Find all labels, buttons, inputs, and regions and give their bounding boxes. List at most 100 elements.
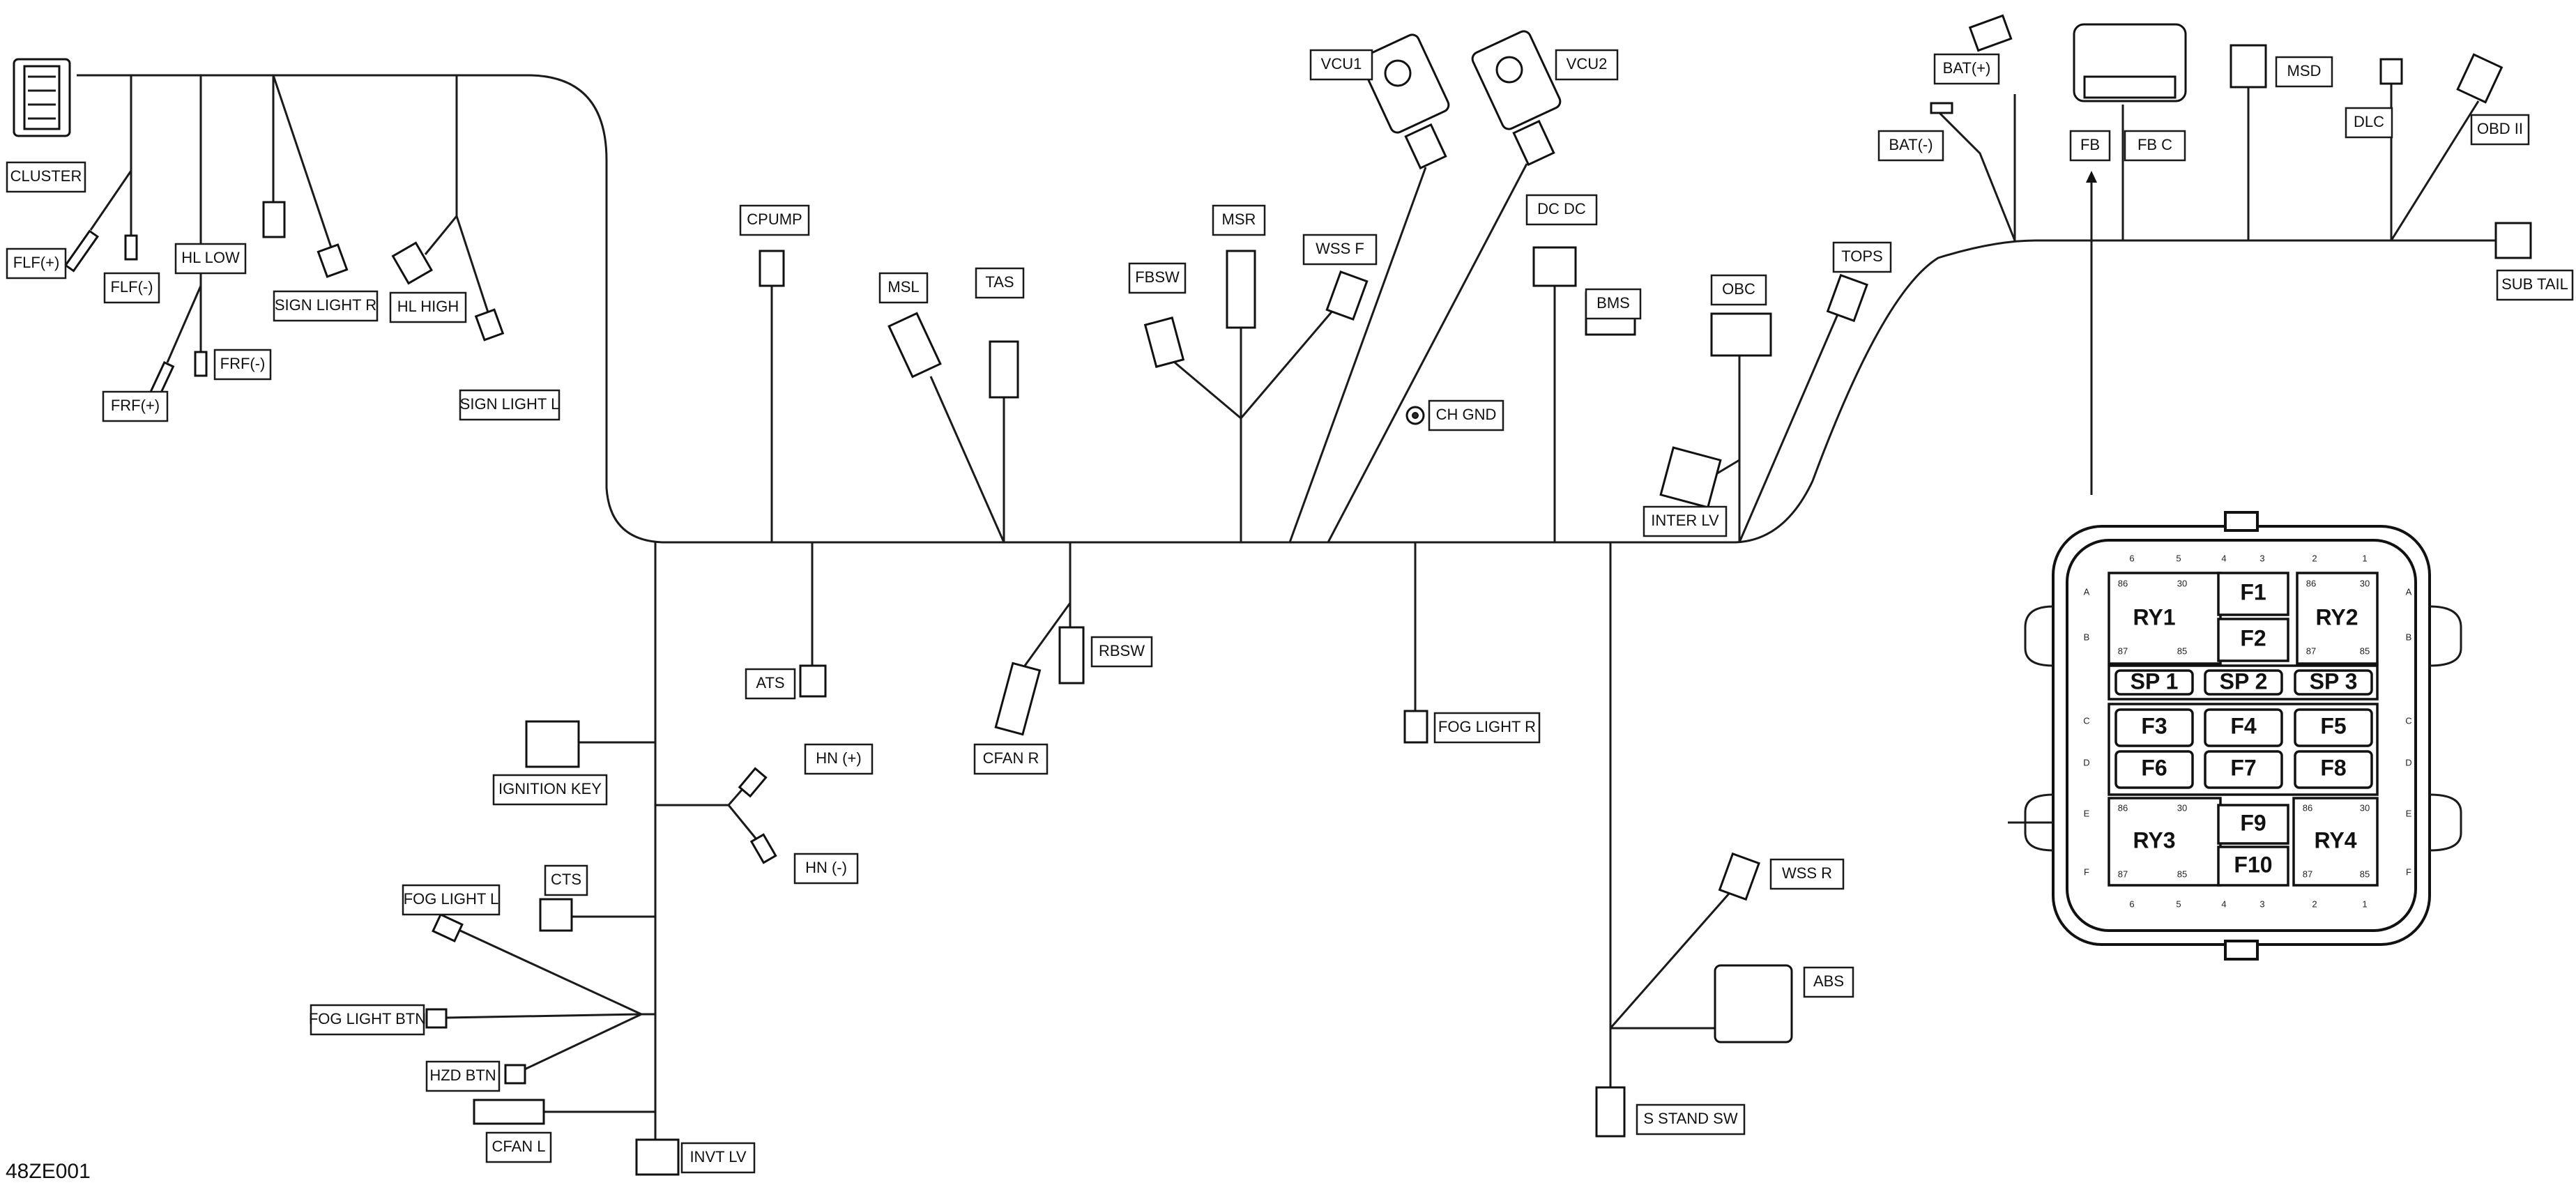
svg-text:2: 2 [2312, 553, 2317, 563]
svg-text:85: 85 [2177, 645, 2187, 656]
fuse-f9: F9 [2217, 804, 2289, 845]
hn-pos-terminal-icon [738, 767, 768, 798]
svg-text:FB C: FB C [2137, 136, 2172, 153]
svg-text:F4: F4 [2230, 713, 2257, 738]
label-frf-pos: FRF(+) [102, 390, 169, 422]
relay-ry4: RY4 86 30 87 85 [2292, 797, 2379, 887]
svg-text:F6: F6 [2141, 755, 2167, 780]
svg-text:FRF(+): FRF(+) [111, 397, 160, 414]
abs-module-icon [1714, 964, 1793, 1043]
cluster-connector-icon [13, 58, 71, 137]
label-hn-pos: HN (+) [804, 743, 874, 775]
label-obd2: OBD II [2470, 114, 2530, 146]
fbsw-connector-icon [1143, 316, 1185, 368]
label-invt-lv: INVT LV [680, 1142, 756, 1174]
label-sign-light-l: SIGN LIGHT L [459, 389, 561, 421]
svg-text:F7: F7 [2230, 755, 2256, 780]
svg-text:HL LOW: HL LOW [181, 249, 240, 266]
svg-text:C: C [2083, 715, 2089, 726]
svg-text:CH GND: CH GND [1436, 406, 1497, 423]
svg-text:B: B [2406, 632, 2412, 642]
label-cfan-r: CFAN R [973, 743, 1049, 775]
obd2-connector-icon [2456, 53, 2503, 104]
svg-text:E: E [2406, 808, 2412, 818]
svg-text:MSR: MSR [1222, 211, 1256, 228]
svg-text:F10: F10 [2234, 852, 2272, 877]
svg-text:87: 87 [2306, 645, 2316, 656]
svg-text:2: 2 [2312, 899, 2317, 909]
label-wss-f: WSS F [1302, 234, 1378, 266]
svg-text:CFAN L: CFAN L [491, 1138, 545, 1155]
relay-ry1: RY1 86 30 87 85 [2108, 572, 2222, 665]
fog-light-l-connector-icon [432, 913, 464, 942]
connector-labels: CLUSTER FLF(+) FLF(-) FRF(+) FRF(-) HL L… [6, 49, 2574, 1174]
svg-text:SP 2: SP 2 [2220, 668, 2268, 694]
svg-text:B: B [2084, 632, 2090, 642]
fuse-f8: F8 [2294, 750, 2373, 789]
label-ignition-key: IGNITION KEY [492, 774, 608, 806]
svg-text:SUB TAIL: SUB TAIL [2501, 275, 2568, 293]
spare-sp1: SP 1 [2114, 668, 2194, 696]
svg-text:F8: F8 [2320, 755, 2346, 780]
svg-text:HZD BTN: HZD BTN [429, 1066, 496, 1084]
svg-text:4: 4 [2221, 899, 2226, 909]
svg-text:ATS: ATS [756, 674, 784, 691]
svg-text:TAS: TAS [985, 273, 1014, 291]
fog-light-r-connector-icon [1403, 710, 1428, 744]
svg-text:FLF(-): FLF(-) [110, 278, 153, 296]
label-ats: ATS [745, 668, 796, 700]
label-cfan-l: CFAN L [485, 1131, 552, 1163]
svg-text:FLF(+): FLF(+) [13, 254, 60, 271]
svg-text:87: 87 [2303, 869, 2312, 879]
svg-text:87: 87 [2118, 645, 2128, 656]
svg-text:OBD II: OBD II [2477, 120, 2523, 137]
label-fog-light-btn: FOG LIGHT BTN [309, 1004, 426, 1036]
dcdc-connector-icon [1532, 246, 1577, 287]
svg-text:IGNITION KEY: IGNITION KEY [498, 780, 602, 797]
sign-light-l-connector-icon [474, 308, 505, 342]
svg-text:F: F [2406, 866, 2411, 877]
label-wss-r: WSS R [1769, 858, 1845, 890]
relay-ry2: RY2 86 30 87 85 [2296, 572, 2379, 665]
label-msd: MSD [2275, 56, 2333, 88]
svg-text:HN (-): HN (-) [805, 859, 847, 876]
ignition-key-connector-icon [525, 720, 580, 768]
hzd-btn-connector-icon [504, 1064, 526, 1085]
svg-text:RY3: RY3 [2133, 827, 2175, 853]
fog-light-btn-connector-icon [425, 1008, 448, 1029]
spare-sp2: SP 2 [2204, 668, 2283, 696]
label-tops: TOPS [1832, 241, 1892, 273]
cfan-r-connector-icon [994, 662, 1042, 736]
label-bat-pos: BAT(+) [1933, 53, 2000, 85]
svg-text:SIGN LIGHT L: SIGN LIGHT L [460, 395, 560, 413]
label-cluster: CLUSTER [6, 161, 86, 193]
spare-sp3: SP 3 [2294, 668, 2373, 696]
svg-text:INVT LV: INVT LV [689, 1148, 746, 1165]
invt-lv-connector-icon [635, 1138, 680, 1176]
svg-text:A: A [2406, 586, 2412, 597]
msl-connector-icon [887, 312, 942, 379]
label-tas: TAS [975, 267, 1025, 299]
svg-text:RBSW: RBSW [1099, 642, 1145, 659]
svg-text:D: D [2405, 757, 2411, 767]
fuse-f2: F2 [2217, 618, 2289, 662]
wss-r-connector-icon [1718, 852, 1760, 901]
svg-text:WSS R: WSS R [1782, 864, 1832, 882]
svg-text:CLUSTER: CLUSTER [10, 167, 82, 185]
label-fbsw: FBSW [1128, 262, 1187, 294]
obc-connector-icon [1710, 312, 1772, 357]
label-s-stand-sw: S STAND SW [1636, 1103, 1746, 1136]
svg-text:DLC: DLC [2354, 113, 2384, 130]
svg-text:WSS F: WSS F [1316, 240, 1364, 257]
s-stand-sw-connector-icon [1595, 1086, 1626, 1138]
ch-gnd-ring-icon [1405, 406, 1425, 425]
rbsw-connector-icon [1058, 626, 1085, 685]
cts-connector-icon [539, 898, 573, 932]
fuse-f3: F3 [2114, 708, 2194, 747]
svg-text:86: 86 [2306, 578, 2316, 588]
tas-connector-icon [989, 340, 1019, 399]
svg-text:RY2: RY2 [2315, 604, 2358, 629]
fuse-f6: F6 [2114, 750, 2194, 789]
svg-text:SIGN LIGHT R: SIGN LIGHT R [275, 296, 376, 314]
fuse-f7: F7 [2204, 750, 2283, 789]
